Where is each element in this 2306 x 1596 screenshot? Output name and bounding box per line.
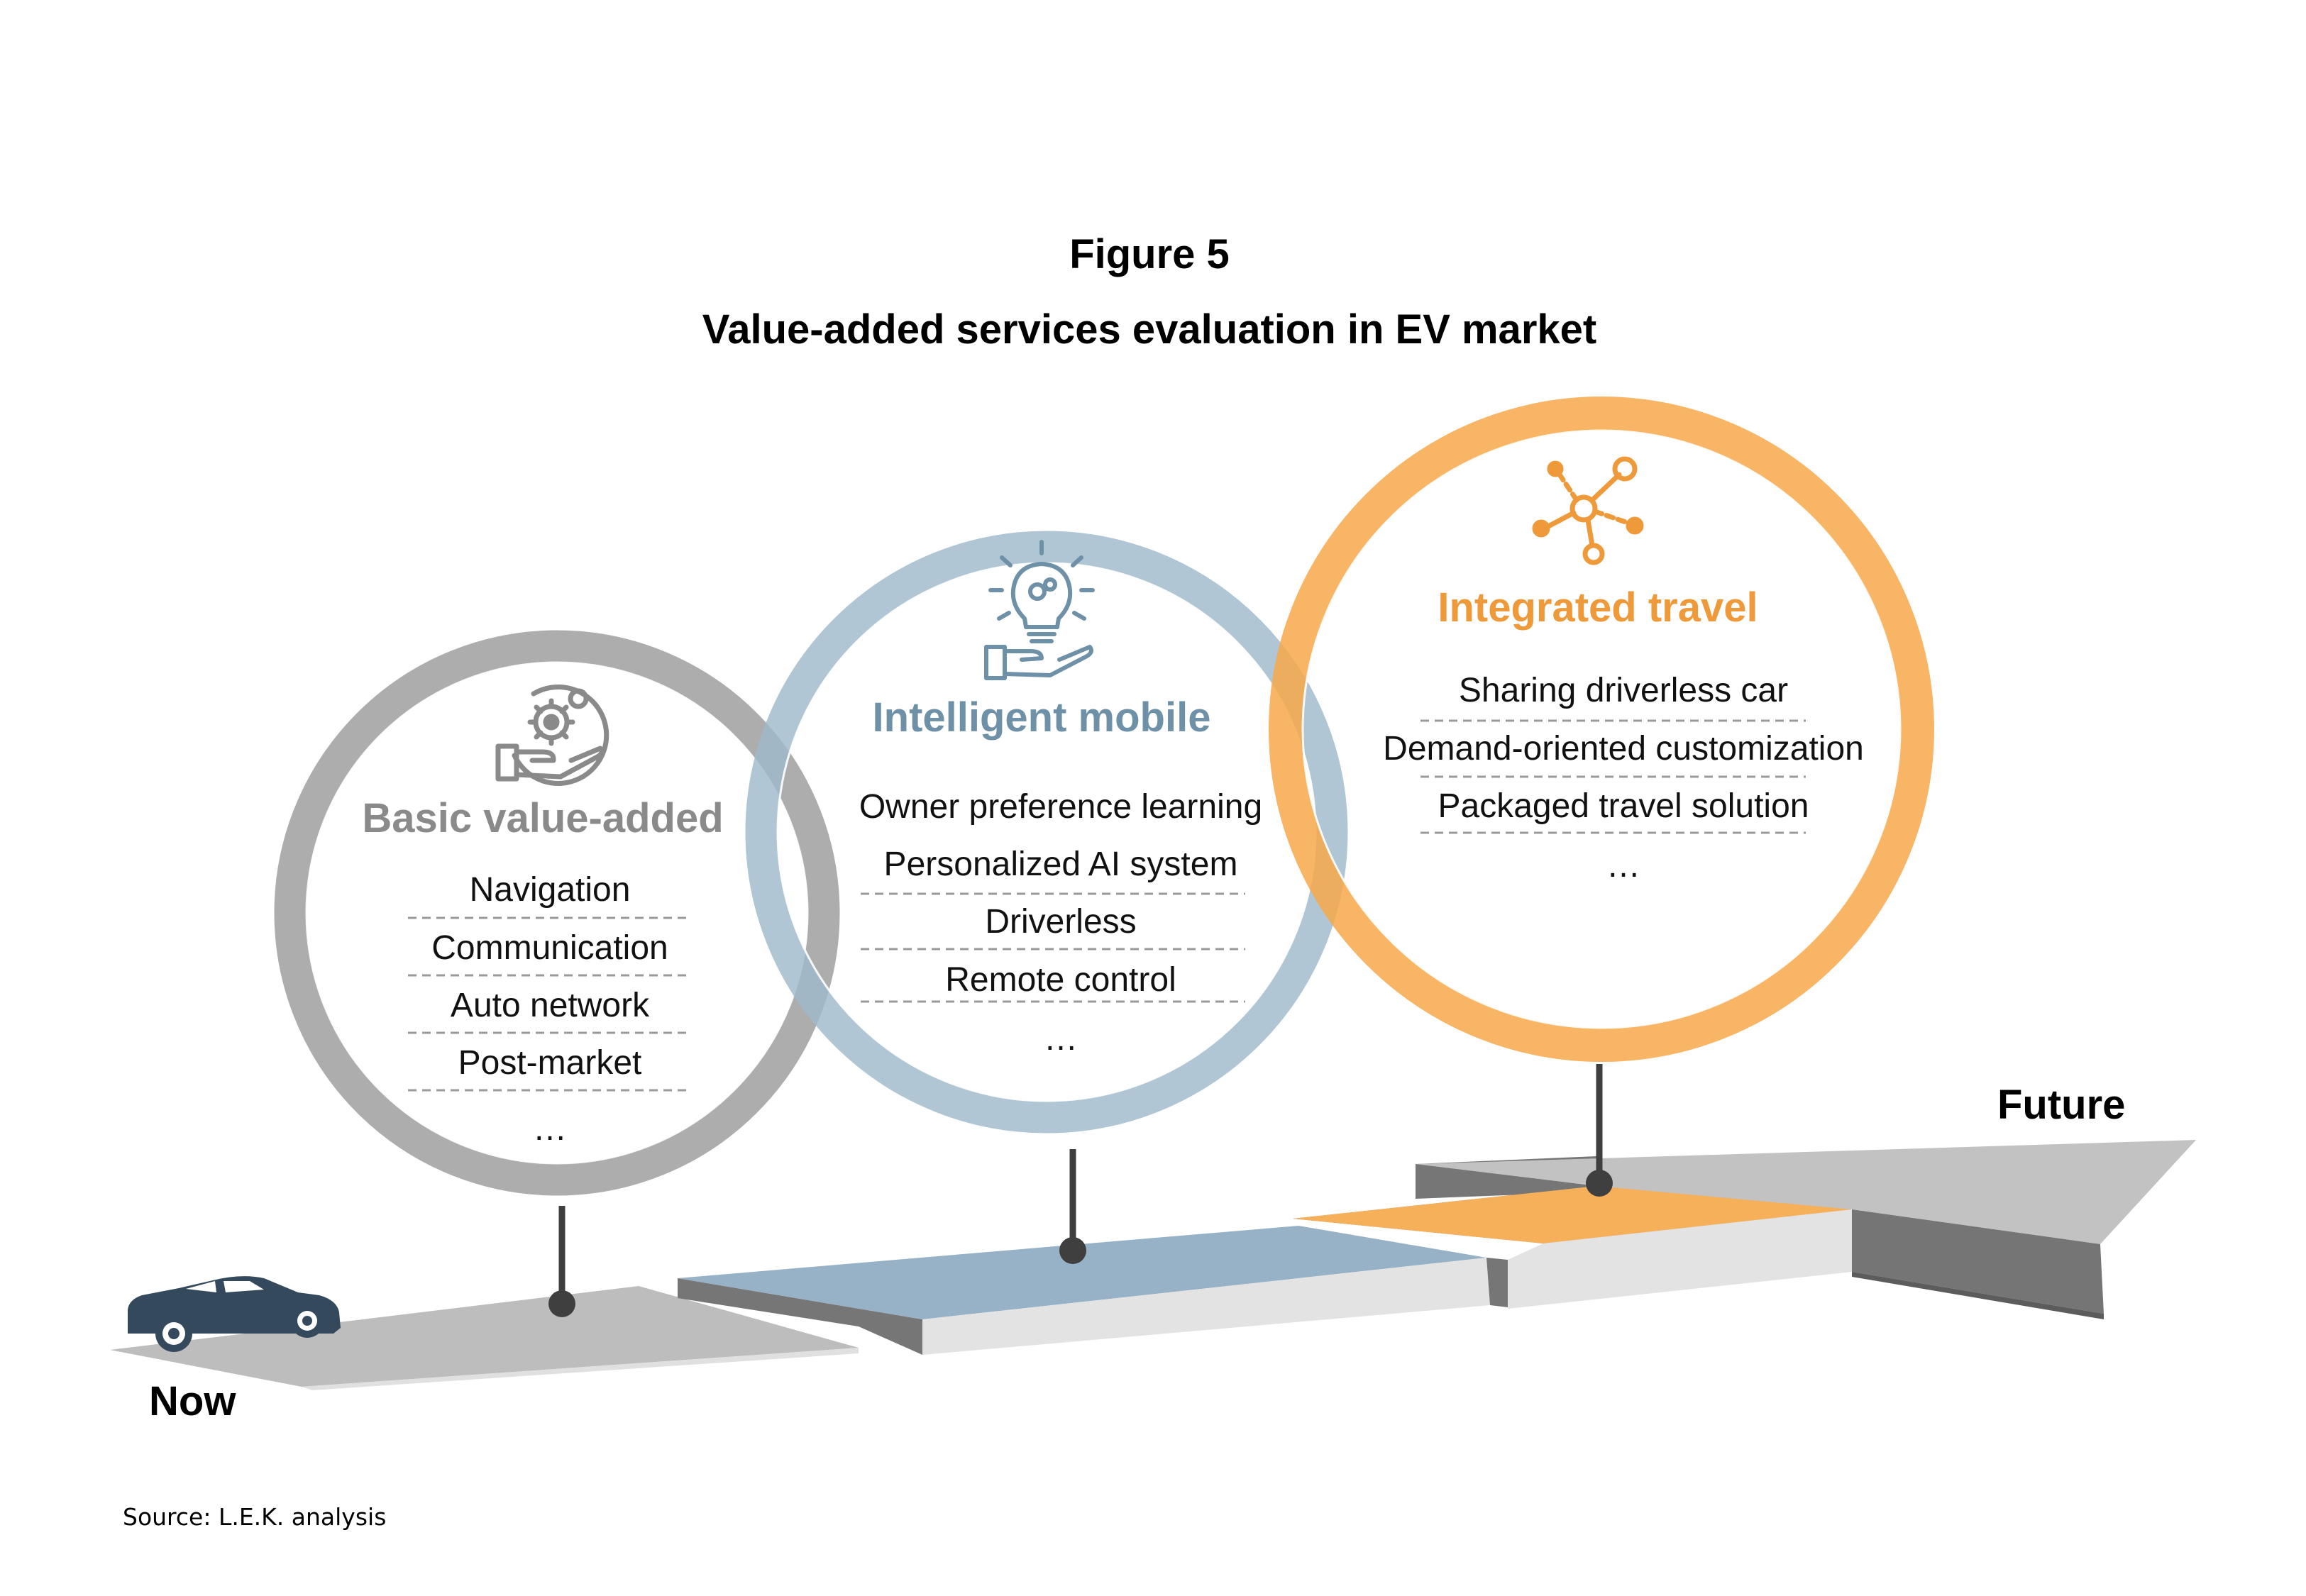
list-item: Communication: [431, 929, 668, 967]
timeline-end-label: Future: [1997, 1082, 2125, 1128]
road-step-future-top: [1416, 1140, 2196, 1244]
list-item: Sharing driverless car: [1459, 672, 1788, 709]
ring-integrated: [1269, 397, 1934, 1062]
source-note: Source: L.E.K. analysis: [123, 1503, 386, 1531]
road-step-intelligent-side: [678, 1278, 922, 1355]
timeline-road: [110, 1140, 2196, 1390]
list-item: Personalized AI system: [884, 846, 1238, 883]
list-item: Demand-oriented customization: [1383, 730, 1864, 767]
road-step-future-front: [1852, 1209, 2104, 1314]
network-nodes-icon: [1532, 456, 1644, 565]
list-item: …: [1606, 847, 1640, 885]
list-intelligent: Owner preference learning Personalized A…: [859, 788, 1262, 1058]
ring-basic: [274, 630, 840, 1196]
pin-integrated-dot: [1586, 1170, 1613, 1197]
list-item: Driverless: [985, 903, 1136, 941]
road-step-integrated-top: [1293, 1186, 1852, 1243]
road-step-intelligent-right: [1486, 1258, 1508, 1307]
pin-intelligent-dot: [1059, 1237, 1086, 1264]
heading-intelligent: Intelligent mobile: [873, 694, 1211, 741]
heading-integrated: Integrated travel: [1438, 584, 1758, 631]
road-step-future-edge: [1852, 1272, 2104, 1319]
list-item: …: [1044, 1020, 1078, 1058]
list-item: Packaged travel solution: [1438, 787, 1809, 825]
road-step-integrated-front: [1508, 1209, 1852, 1309]
road-step-intelligent-front: [922, 1258, 1490, 1355]
pin-basic-dot: [548, 1290, 575, 1317]
road-step-intelligent-top: [678, 1226, 1486, 1319]
list-item: Auto network: [451, 987, 650, 1024]
heading-basic: Basic value-added: [362, 795, 723, 841]
list-item: …: [533, 1110, 567, 1148]
list-basic: Navigation Communication Auto network Po…: [408, 871, 688, 1148]
list-item: Owner preference learning: [859, 788, 1262, 826]
car-icon: [128, 1276, 341, 1352]
figure-label: Figure 5: [1069, 231, 1230, 277]
list-integrated: Sharing driverless car Demand-oriented c…: [1383, 672, 1864, 885]
lightbulb-in-hand-icon: [984, 540, 1095, 680]
timeline-start-label: Now: [149, 1378, 236, 1424]
list-item: Remote control: [945, 961, 1176, 999]
list-item: Post-market: [458, 1044, 642, 1082]
ring-pins: [548, 1064, 1613, 1317]
gears-in-hand-icon: [495, 685, 609, 786]
road-step-basic: [110, 1286, 859, 1387]
rings: [274, 397, 1934, 1196]
road-step-basic-front: [302, 1348, 859, 1390]
figure-title: Value-added services evaluation in EV ma…: [702, 306, 1596, 353]
list-item: Navigation: [470, 871, 631, 909]
